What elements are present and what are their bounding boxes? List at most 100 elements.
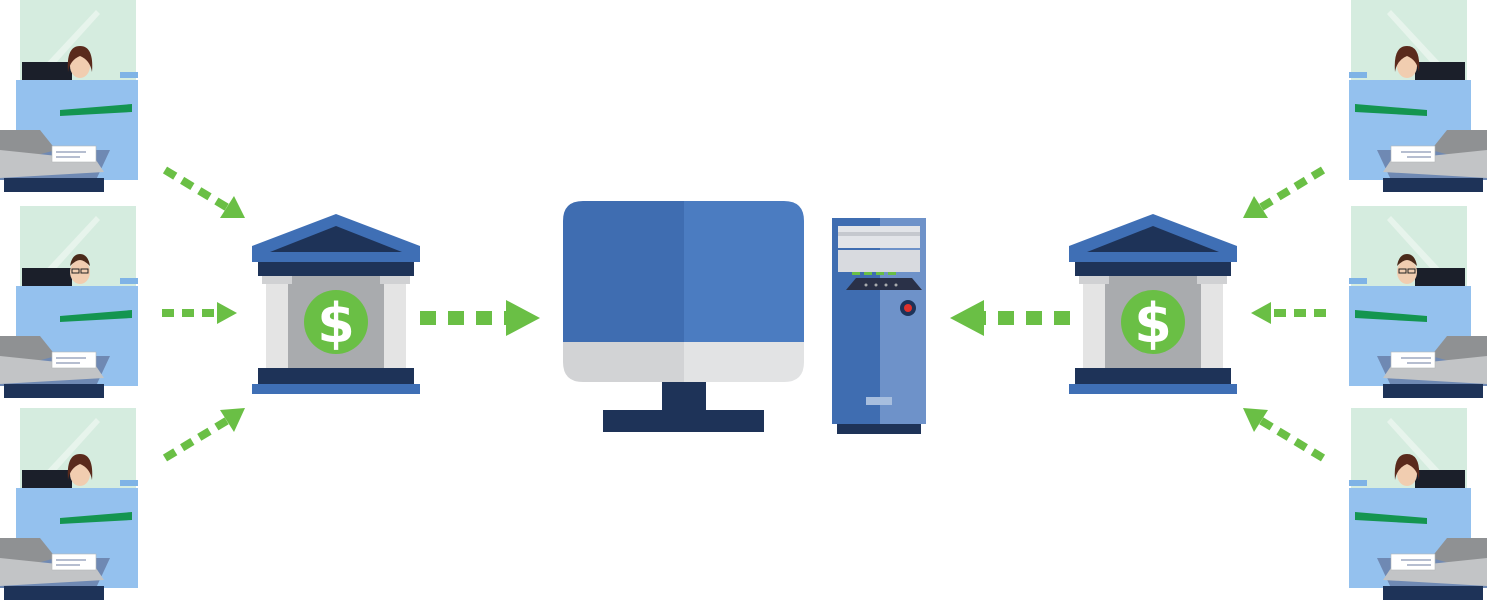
window-glare	[1387, 10, 1447, 74]
arrow-head	[950, 300, 984, 336]
monitor-bezel-right	[684, 342, 804, 382]
teller-monitor	[22, 268, 72, 286]
teller-face	[1397, 462, 1417, 486]
bank-column-right-cap	[380, 276, 410, 284]
teller-counter-front	[1383, 384, 1483, 398]
monitor-foot	[603, 410, 764, 432]
monitor-neck	[662, 382, 706, 412]
tellers-right-group	[1349, 0, 1487, 600]
bank-lintel	[258, 262, 414, 276]
teller-counter-top	[1355, 104, 1427, 116]
arrow-bank-left-to-computer	[420, 300, 540, 336]
tellers-left-group	[0, 0, 138, 600]
dollar-circle	[304, 290, 368, 354]
tower-port-2	[874, 283, 878, 287]
teller-glasses-left	[71, 268, 80, 274]
tower-port-4	[894, 283, 898, 287]
window-glare	[40, 10, 100, 74]
arrows-group	[162, 166, 1326, 462]
bank-column-right	[1201, 276, 1223, 368]
teller-counter-front	[1383, 178, 1483, 192]
computer-monitor	[563, 201, 804, 432]
arrow-teller1-to-bank-left	[162, 166, 245, 218]
teller-hair	[1394, 454, 1420, 480]
teller-glasses-right	[80, 268, 89, 274]
monitor-bezel-left	[563, 342, 684, 382]
teller-hair	[1397, 254, 1417, 266]
teller-monitor	[22, 470, 72, 488]
teller-monitor	[1415, 470, 1465, 488]
teller-scene-right-3	[1349, 408, 1487, 600]
bank-column-left	[1083, 276, 1105, 368]
tower-panel	[846, 278, 922, 290]
teller-monitor	[22, 62, 72, 80]
teller-face	[70, 462, 90, 486]
tower-body-right	[880, 218, 926, 424]
window-glare	[40, 418, 100, 482]
bank-roof-inner	[270, 226, 402, 252]
tower-label	[866, 397, 892, 405]
teller-counter-front	[1383, 586, 1483, 600]
teller-counter-top	[60, 104, 132, 116]
teller-hair	[67, 46, 93, 72]
teller-hair	[70, 254, 90, 266]
bank-roof-inner	[1087, 226, 1219, 252]
desk-post-cap	[1349, 278, 1367, 284]
bank-column-left-cap	[262, 276, 292, 284]
check-paper	[1390, 351, 1436, 369]
tower-drive-slot	[838, 232, 920, 236]
teller-hair	[67, 454, 93, 480]
monitor-screen-left	[563, 201, 684, 342]
bank-column-left-cap	[1079, 276, 1109, 284]
arrow-head	[506, 300, 540, 336]
window-glare	[40, 216, 100, 280]
bank-right: $	[1069, 214, 1237, 394]
bank-column-right-cap	[1197, 276, 1227, 284]
scanner-tray	[0, 150, 104, 178]
bank-column-right	[384, 276, 406, 368]
scanner-tray	[1383, 150, 1487, 178]
bank-lintel	[1075, 262, 1231, 276]
teller-monitor	[1415, 62, 1465, 80]
teller-counter-front	[4, 586, 104, 600]
arrow-head	[217, 302, 237, 324]
teller-counter-front	[4, 384, 104, 398]
teller-scene-left-3	[0, 408, 138, 600]
bank-base	[1075, 368, 1231, 384]
bank-base-bottom	[1069, 384, 1237, 394]
tower-port-3	[884, 283, 888, 287]
teller-scene-right-2	[1349, 206, 1487, 398]
tower-drive-bay-top	[838, 226, 920, 248]
teller-counter-top	[1355, 310, 1427, 322]
check-paper	[51, 553, 97, 571]
window-frame	[14, 408, 20, 503]
check-paper	[1390, 145, 1436, 163]
window-frame	[1467, 408, 1473, 503]
teller-glasses-left	[1407, 268, 1416, 274]
window-frame	[14, 0, 20, 95]
teller-scene-left-2	[0, 206, 138, 398]
bank-base-bottom	[252, 384, 420, 394]
desk-post-cap	[120, 480, 138, 486]
arrow-teller2-to-bank-left	[162, 302, 237, 324]
check-paper	[1390, 553, 1436, 571]
check-paper	[51, 351, 97, 369]
arrow-bank-right-to-computer	[950, 300, 1070, 336]
desk-post-cap	[1349, 480, 1367, 486]
desk-post-cap	[120, 278, 138, 284]
scanner-tray	[0, 356, 104, 384]
teller-face	[1397, 260, 1417, 284]
scanner-tray	[0, 558, 104, 586]
tower-led-2	[864, 272, 872, 275]
teller-counter-front	[4, 178, 104, 192]
teller-monitor	[1415, 268, 1465, 286]
arrow-teller3-to-bank-left	[162, 408, 245, 462]
teller-counter-top	[1355, 512, 1427, 524]
computer-tower	[832, 218, 926, 434]
tower-base	[837, 424, 921, 434]
scanner-tray	[1383, 558, 1487, 586]
check-paper	[51, 145, 97, 163]
bank-base	[258, 368, 414, 384]
tower-led-1	[852, 272, 860, 275]
